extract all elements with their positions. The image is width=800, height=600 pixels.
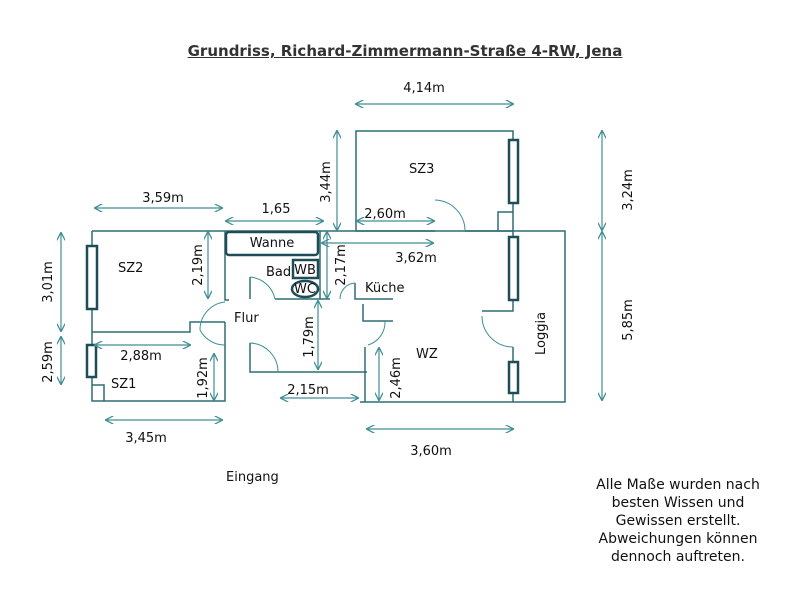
dim-3-44: 3,44m [319, 161, 334, 203]
dim-4-14: 4,14m [403, 81, 445, 96]
window-sz2 [85, 244, 99, 311]
window-wz [507, 235, 520, 302]
dim-2-60: 2,60m [364, 207, 406, 222]
dim-3-01: 3,01m [41, 261, 56, 303]
room-loggia: Loggia [534, 312, 549, 355]
dim-3-24: 3,24m [621, 169, 636, 211]
dim-2-88: 2,88m [120, 349, 162, 364]
dimension-lines [61, 104, 602, 429]
window-sz1 [85, 343, 98, 379]
room-wz: WZ [416, 347, 438, 362]
door-arcs [199, 199, 514, 373]
room-kueche: Küche [365, 281, 405, 296]
dim-1-92: 1,92m [196, 357, 211, 399]
dim-2-17: 2,17m [334, 244, 349, 286]
dim-1-65: 1,65 [262, 202, 291, 217]
room-sz2: SZ2 [118, 261, 143, 276]
walls [91, 130, 566, 403]
dim-1-79: 1,79m [302, 316, 317, 358]
dim-2-59: 2,59m [41, 341, 56, 383]
label-wb: WB [294, 263, 316, 278]
toilet [290, 279, 320, 299]
dim-5-85: 5,85m [621, 299, 636, 341]
bathtub [224, 230, 320, 257]
dim-3-45: 3,45m [125, 431, 167, 446]
dim-3-59: 3,59m [142, 191, 184, 206]
dim-2-15: 2,15m [287, 383, 329, 398]
room-bad: Bad [266, 265, 291, 280]
washbasin [291, 258, 320, 280]
dim-3-60: 3,60m [410, 444, 452, 459]
dim-2-19: 2,19m [191, 244, 206, 286]
dim-2-46: 2,46m [389, 357, 404, 399]
dim-3-62: 3,62m [395, 251, 437, 266]
window-wz-2 [507, 360, 520, 395]
dimension-labels: 4,14m 3,44m 3,24m 5,85m 3,59m 1,65 2,60m… [41, 81, 636, 459]
label-wanne: Wanne [250, 236, 294, 251]
windows [85, 138, 520, 395]
room-flur: Flur [234, 311, 259, 326]
fixtures [224, 230, 320, 299]
room-sz1: SZ1 [111, 377, 136, 392]
plan-title: Grundriss, Richard-Zimmermann-Straße 4-R… [187, 42, 623, 60]
entrance-label: Eingang [226, 470, 279, 485]
label-wc: WC [294, 282, 316, 297]
room-labels: SZ2 SZ1 SZ3 Bad Flur Küche WZ Loggia [111, 162, 549, 392]
disclaimer-note: Alle Maße wurden nach besten Wissen und … [596, 477, 760, 565]
window-sz3 [507, 138, 520, 205]
room-sz3: SZ3 [409, 162, 434, 177]
